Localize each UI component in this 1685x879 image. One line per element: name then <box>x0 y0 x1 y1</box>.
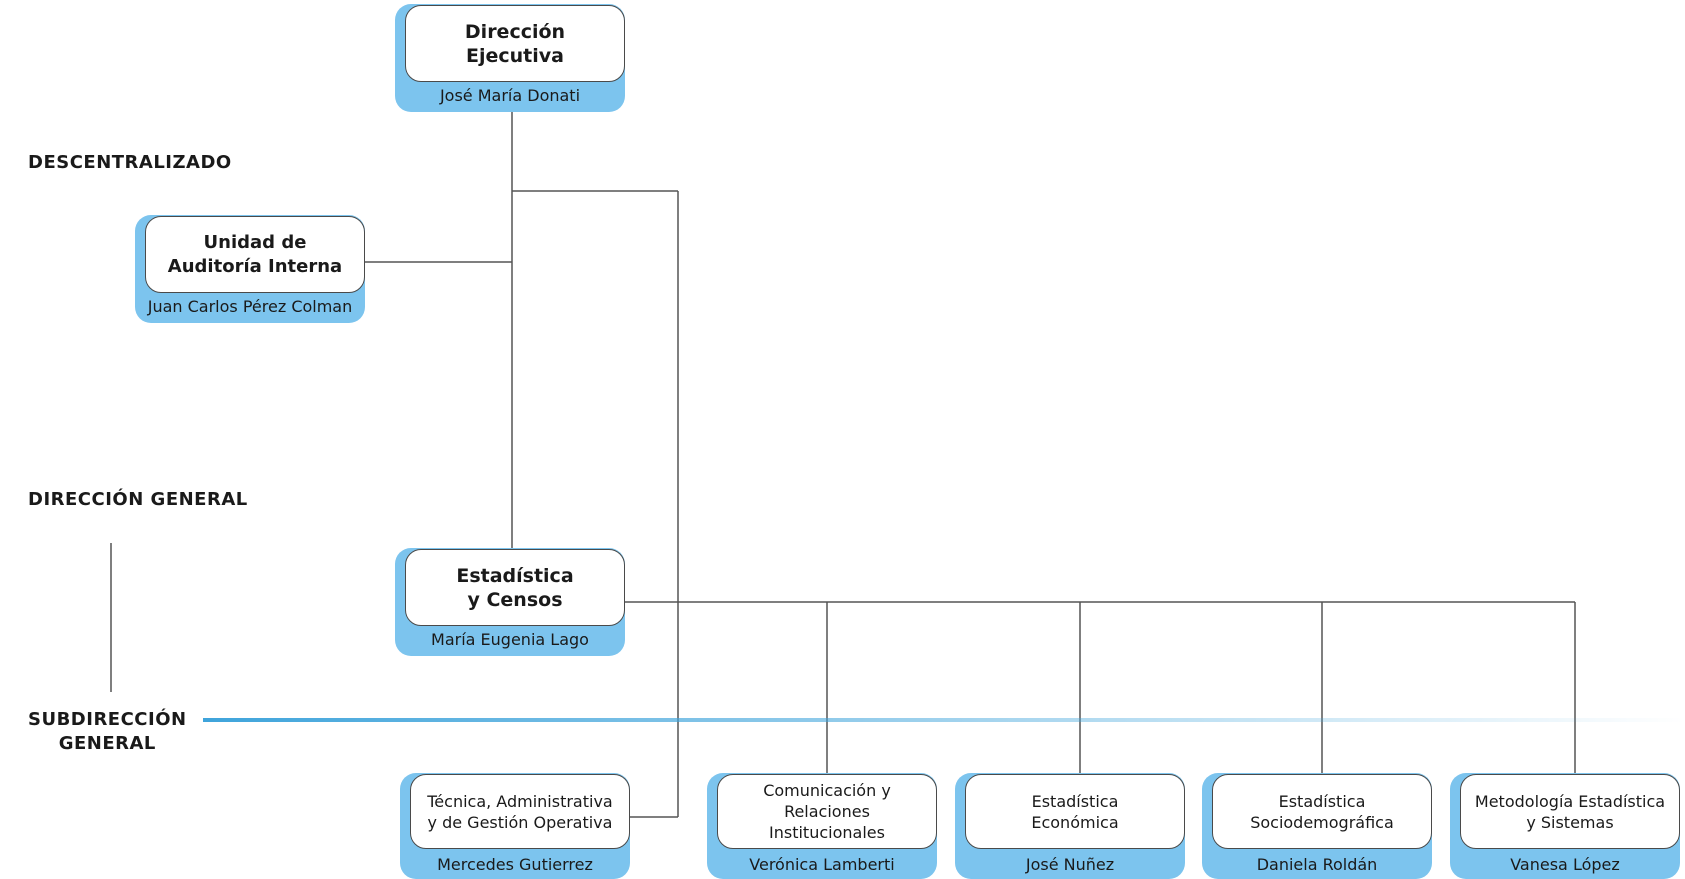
level-label-subdireccion-general: SUBDIRECCIÓN GENERAL <box>28 709 187 754</box>
node-title-box: Estadística Sociodemográfica <box>1212 774 1432 849</box>
node-title: Comunicación y Relaciones Institucionale… <box>763 781 891 842</box>
node-title: Dirección Ejecutiva <box>464 20 566 67</box>
node-title: Técnica, Administrativa y de Gestión Ope… <box>427 791 613 832</box>
node-title-box: Unidad de Auditoría Interna <box>145 216 365 293</box>
node-title: Unidad de Auditoría Interna <box>167 231 343 277</box>
node-title: Metodología Estadística y Sistemas <box>1474 791 1666 832</box>
node-title-box: Dirección Ejecutiva <box>405 5 625 82</box>
node-title: Estadística Económica <box>1031 791 1119 832</box>
node-title-box: Técnica, Administrativa y de Gestión Ope… <box>410 774 630 849</box>
node-title-box: Metodología Estadística y Sistemas <box>1460 774 1680 849</box>
node-title-box: Estadística y Censos <box>405 549 625 626</box>
node-person: José María Donati <box>439 86 581 105</box>
node-person: José Nuñez <box>1025 855 1115 874</box>
node-person: Mercedes Gutierrez <box>437 855 593 874</box>
node-title-box: Estadística Económica <box>965 774 1185 849</box>
level-label-direccion-general: DIRECCIÓN GENERAL <box>28 489 248 510</box>
node-person: Juan Carlos Pérez Colman <box>147 297 353 316</box>
node-title-box: Comunicación y Relaciones Institucionale… <box>717 774 937 849</box>
node-person: María Eugenia Lago <box>431 630 589 649</box>
subdireccion-gradient-line <box>203 718 1685 722</box>
node-person: Verónica Lamberti <box>749 855 895 874</box>
node-person: Vanesa López <box>1510 855 1620 874</box>
node-title: Estadística y Censos <box>456 564 574 611</box>
node-title: Estadística Sociodemográfica <box>1250 791 1394 832</box>
level-label-descentralizado: DESCENTRALIZADO <box>28 152 232 173</box>
node-person: Daniela Roldán <box>1256 855 1378 874</box>
